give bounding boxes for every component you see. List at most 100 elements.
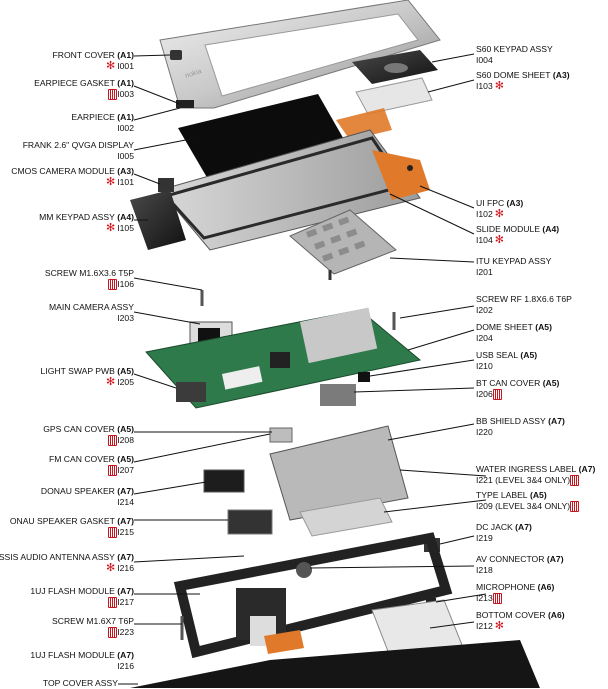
label-donau-gasket: ONAU SPEAKER GASKET (A7)I215	[10, 516, 134, 538]
label-ui-fpc: UI FPC (A3)I102✻	[476, 198, 523, 219]
part-class: (A7)	[114, 486, 134, 496]
part-code: I005	[117, 150, 134, 161]
part-class: (A7)	[114, 650, 134, 660]
part-name: SLIDE MODULE	[476, 224, 540, 234]
part-class: (A5)	[114, 454, 134, 464]
label-flash-module-1: 1UJ FLASH MODULE (A7)I217	[30, 586, 134, 608]
part-code: I206	[476, 388, 493, 399]
part-code: I212	[476, 620, 493, 631]
part-code: I221 (LEVEL 3&4 ONLY)	[476, 474, 571, 485]
part-code: I205	[117, 376, 134, 387]
part-class: (A1)	[114, 78, 134, 88]
part-class: (A5)	[527, 490, 547, 500]
part-name: EARPIECE GASKET	[34, 78, 115, 88]
recycle-bin-icon	[108, 626, 118, 638]
part-name: AV CONNECTOR	[476, 554, 545, 564]
display-part	[178, 94, 392, 186]
recycle-bin-icon	[492, 388, 502, 400]
recycle-bin-icon	[570, 474, 580, 486]
label-dome-sheet: DOME SHEET (A5)I204	[476, 322, 552, 343]
cmos-camera-part	[158, 178, 174, 192]
label-av-connector: AV CONNECTOR (A7)I218	[476, 554, 564, 575]
part-name: ONAU SPEAKER GASKET	[9, 516, 115, 526]
part-code: I213	[476, 592, 493, 603]
label-mm-keypad: MM KEYPAD ASSY (A4)✻I105	[39, 212, 134, 233]
part-name: EARPIECE	[71, 112, 115, 122]
part-name: GPS CAN COVER	[43, 424, 115, 434]
part-code: I105	[117, 222, 134, 233]
part-name: DC JACK	[476, 522, 513, 532]
fm-can-part	[269, 427, 293, 443]
part-code: I215	[117, 526, 134, 537]
part-name: CMOS CAMERA MODULE	[11, 166, 115, 176]
part-class: (A1)	[114, 50, 134, 60]
itu-keypad-part	[289, 209, 397, 275]
part-class: (A4)	[540, 224, 560, 234]
label-top-cover: TOP COVER ASSY	[43, 678, 118, 689]
part-class: (A7)	[114, 552, 134, 562]
part-class: (A7)	[545, 416, 565, 426]
part-name: FRONT COVER	[52, 50, 115, 60]
part-name: UI FPC	[476, 198, 505, 208]
part-code: I223	[117, 626, 134, 637]
usb-seal-part	[358, 372, 370, 382]
part-class: (A4)	[114, 212, 134, 222]
part-name: FRANK 2.6" QVGA DISPLAY	[22, 140, 134, 150]
label-earpiece-gasket: EARPIECE GASKET (A1)I003	[34, 78, 134, 100]
part-class: (A5)	[540, 378, 560, 388]
label-front-cover: FRONT COVER (A1)✻I001	[53, 50, 135, 71]
star-icon: ✻	[106, 221, 116, 234]
star-icon: ✻	[106, 375, 116, 388]
part-name: TYPE LABEL	[476, 490, 528, 500]
leader-lines	[118, 53, 487, 685]
chassis-part	[173, 532, 453, 659]
mm-keypad-part	[130, 190, 186, 250]
main-pwb-part	[145, 307, 422, 409]
part-name: TOP COVER ASSY	[42, 678, 118, 688]
part-code: I106	[117, 278, 134, 289]
device-brand-mark: nokia	[184, 68, 202, 80]
part-code: I210	[476, 360, 493, 371]
part-name: S60 KEYPAD ASSY	[476, 44, 553, 54]
part-code: I209 (LEVEL 3&4 ONLY)	[476, 500, 571, 511]
part-name: FM CAN COVER	[49, 454, 115, 464]
part-name: SCREW RF 1.8X6.6 T6P	[476, 294, 572, 304]
label-flash-module-2: 1UJ FLASH MODULE (A7)I216	[30, 650, 134, 671]
label-type-label: TYPE LABEL (A5)I209 (LEVEL 3&4 ONLY)	[476, 490, 580, 512]
part-name: SCREW M1.6X7 T6P	[52, 616, 134, 626]
part-code: I204	[476, 332, 493, 343]
recycle-bin-icon	[108, 526, 118, 538]
recycle-bin-icon	[492, 592, 502, 604]
label-slide-module: SLIDE MODULE (A4)I104✻	[476, 224, 559, 245]
part-name: BB SHIELD ASSY	[476, 416, 546, 426]
label-dc-jack: DC JACK (A7)I219	[476, 522, 532, 543]
part-code: I103	[476, 80, 493, 91]
part-code: I102	[476, 208, 493, 219]
part-code: I003	[117, 88, 134, 99]
part-code: I216	[117, 660, 134, 671]
star-icon: ✻	[106, 561, 116, 574]
s60-dome-sheet-part	[355, 77, 433, 115]
earpiece-part	[176, 100, 194, 108]
part-class: (A5)	[114, 366, 134, 376]
part-code: I208	[117, 434, 134, 445]
bb-shield-part	[269, 425, 409, 521]
label-microphone: MICROPHONE (A6)I213	[476, 582, 554, 604]
part-code: I104	[476, 234, 493, 245]
part-code: I218	[476, 564, 493, 575]
label-donau-speaker: DONAU SPEAKER (A7)I214	[41, 486, 134, 507]
part-name: MAIN CAMERA ASSY	[48, 302, 134, 312]
part-name: LIGHT SWAP PWB	[40, 366, 115, 376]
part-code: I203	[117, 312, 134, 323]
recycle-bin-icon	[108, 278, 118, 290]
part-class: (A7)	[114, 586, 134, 596]
part-code: I101	[117, 176, 134, 187]
part-name: MICROPHONE	[476, 582, 536, 592]
part-code: I201	[476, 266, 493, 277]
